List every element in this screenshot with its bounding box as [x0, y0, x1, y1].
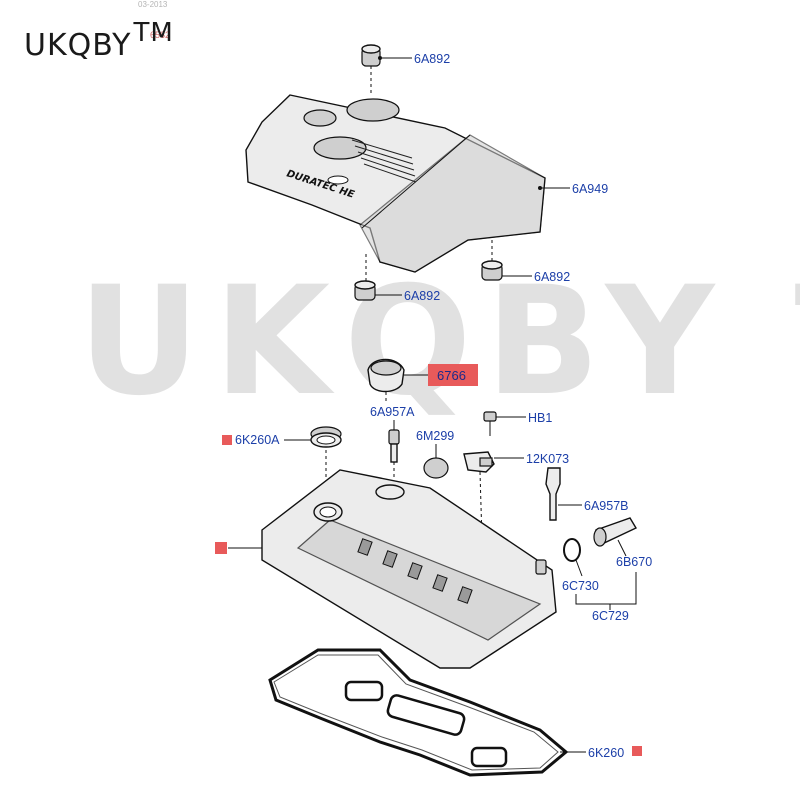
plug [423, 444, 449, 479]
bolt [483, 411, 526, 436]
valve-cover-gasket [268, 648, 586, 777]
callout-6766-highlight [428, 364, 478, 386]
callout-6766[interactable]: 6766 [437, 368, 466, 383]
brand-logo: UKQBYTM [24, 18, 174, 63]
callout-6A949[interactable]: 6A949 [572, 182, 608, 196]
brand-name: UKQBY [24, 28, 132, 63]
pcv-tube [545, 467, 582, 521]
callout-6M299[interactable]: 6M299 [416, 429, 454, 443]
brand-trademark: TM [133, 18, 174, 48]
breather-valve [388, 420, 400, 478]
callout-6A957B[interactable]: 6A957B [584, 499, 628, 513]
callout-6C730[interactable]: 6C730 [562, 579, 599, 593]
callout-6K260A-marker [222, 435, 232, 445]
engine-cover: DURATEC HE [245, 94, 546, 273]
o-ring [563, 538, 583, 577]
callout-12K073[interactable]: 12K073 [526, 452, 569, 466]
grommet-top [361, 44, 412, 96]
callout-6A892-top[interactable]: 6A892 [414, 52, 450, 66]
kit-bracket [575, 572, 637, 610]
date-stamp: 03-2013 [138, 0, 168, 9]
faded-part-tag: 6582 [150, 30, 171, 40]
grommet-left [354, 254, 402, 301]
callout-6A957A[interactable]: 6A957A [370, 405, 415, 419]
callout-6K260-marker [632, 746, 642, 756]
oil-filler-cap [367, 358, 428, 404]
callout-6A892-right[interactable]: 6A892 [534, 270, 570, 284]
seal-ring [284, 426, 342, 508]
callout-6K260[interactable]: 6K260 [588, 746, 624, 760]
callout-6K260A[interactable]: 6K260A [235, 433, 280, 447]
callout-6B670[interactable]: 6B670 [616, 555, 652, 569]
callout-6A892-left[interactable]: 6A892 [404, 289, 440, 303]
valve-cover [261, 469, 557, 669]
callout-6C729[interactable]: 6C729 [592, 609, 629, 623]
grommet-right [481, 240, 532, 281]
callout-HB1[interactable]: HB1 [528, 411, 552, 425]
hose-fitting [593, 517, 637, 557]
valve-cover-marker [215, 542, 227, 554]
